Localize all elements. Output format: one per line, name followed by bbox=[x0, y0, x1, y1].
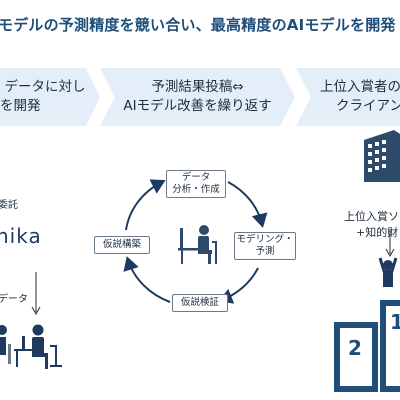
step-chevron-3: 上位入賞者の クライアン bbox=[296, 68, 400, 126]
step-1-line1: データに対し bbox=[4, 79, 86, 95]
right-label-line1: 上位入賞ソ bbox=[344, 210, 399, 223]
arrow-down-icon bbox=[31, 272, 41, 316]
podium-first-number: 1 bbox=[390, 310, 400, 334]
step-3-line2: クライアン bbox=[336, 98, 400, 114]
chevron-shape bbox=[296, 68, 400, 126]
step-1-line2: を開発 bbox=[0, 98, 41, 114]
label-data: データ bbox=[0, 294, 28, 305]
brand-logo-text: hika bbox=[0, 224, 42, 248]
cycle-box-modeling: モデリング・ 予測 bbox=[234, 232, 296, 260]
podium-first-block: 1 bbox=[380, 300, 400, 392]
winner-person-icon bbox=[378, 257, 398, 287]
person-at-computer-icon bbox=[178, 225, 217, 264]
podium-second-block: 2 bbox=[334, 322, 378, 392]
cycle-box-data-analysis: データ 分析・作成 bbox=[166, 170, 226, 198]
step-2-line2: AIモデル改善を繰り返す bbox=[123, 98, 272, 114]
right-label-line2: +知的財 bbox=[356, 226, 399, 239]
headline: モデルの予測精度を競い合い、最高精度のAIモデルを開発 bbox=[0, 16, 396, 34]
cycle-box-data-line1: データ bbox=[181, 172, 211, 183]
step-2-line1: 予測結果投稿⇔ bbox=[151, 79, 244, 95]
cycle-box-modeling-line2: 予測 bbox=[255, 246, 275, 257]
cycle-box-modeling-line1: モデリング・ bbox=[236, 234, 294, 245]
cycle-box-data-line2: 分析・作成 bbox=[172, 184, 220, 195]
people-at-desk-icon bbox=[0, 324, 62, 369]
building-icon bbox=[364, 130, 400, 182]
podium-second-number: 2 bbox=[348, 336, 362, 360]
step-chevron-1: データに対し を開発 bbox=[0, 68, 100, 126]
podium: 2 1 bbox=[334, 292, 400, 400]
arrow-down-icon bbox=[385, 230, 395, 258]
cycle-box-hypothesis-verify: 仮説検証 bbox=[172, 294, 228, 312]
step-3-line1: 上位入賞者の bbox=[320, 79, 400, 95]
chevron-shape bbox=[100, 68, 295, 126]
chevron-shape bbox=[0, 68, 100, 126]
cycle-diagram bbox=[123, 179, 268, 304]
cycle-box-hypothesis-build: 仮説構築 bbox=[94, 236, 150, 254]
label-commission: 委託 bbox=[0, 200, 18, 211]
step-chevron-2: 予測結果投稿⇔ AIモデル改善を繰り返す bbox=[100, 68, 295, 126]
